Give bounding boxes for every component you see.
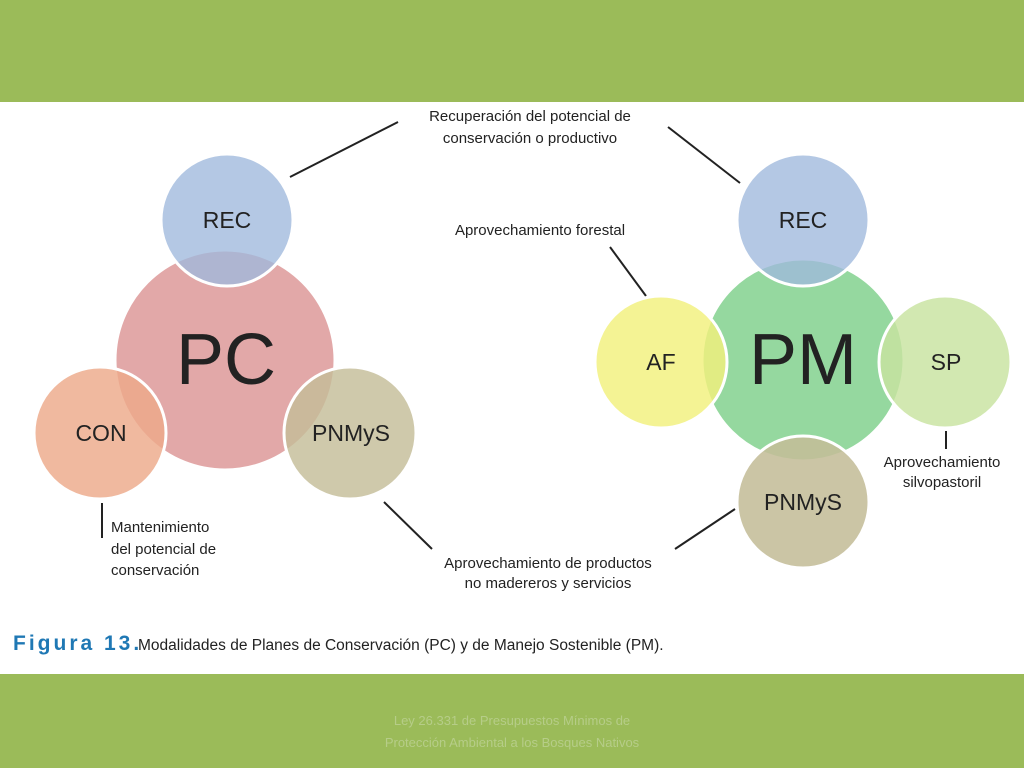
pc-rec-label: REC — [203, 207, 252, 233]
footer-line-2: Protección Ambiental a los Bosques Nativ… — [384, 735, 640, 750]
pc-rec-circle — [159, 152, 295, 288]
pm-pnmys-circle — [735, 434, 871, 570]
annotation-productos-2: no madereros y servicios — [465, 575, 632, 592]
footer: Ley 26.331 de Presupuestos Mínimos de Pr… — [0, 710, 1024, 754]
annotation-silvopastoril-2: silvopastoril — [903, 474, 981, 491]
annotation-mantenimiento-3: conservación — [111, 562, 199, 579]
annotations: Recuperación del potencial de conservaci… — [111, 108, 1000, 592]
pc-pnmys-circle — [282, 365, 418, 501]
pm-center-label: PM — [749, 320, 857, 400]
pc-group: PC REC CON PNMyS — [32, 152, 418, 501]
connector-line — [383, 501, 433, 550]
connector-line — [667, 126, 741, 184]
caption-label: Figura 13. — [13, 632, 142, 655]
annotation-silvopastoril-1: Aprovechamiento — [884, 454, 1001, 471]
footer-line-1: Ley 26.331 de Presupuestos Mínimos de — [393, 713, 631, 728]
pm-rec-circle — [735, 152, 871, 288]
pm-af-circle — [593, 294, 729, 430]
pm-af-label: AF — [646, 349, 675, 375]
connector-line — [609, 246, 647, 297]
annotation-recuperacion-2: conservación o productivo — [443, 130, 617, 147]
caption-text: Modalidades de Planes de Conservación (P… — [138, 637, 664, 654]
annotation-recuperacion-1: Recuperación del potencial de — [429, 108, 631, 125]
pm-rec-label: REC — [779, 207, 828, 233]
annotation-mantenimiento-2: del potencial de — [111, 541, 216, 558]
connector-line — [289, 121, 399, 178]
annotation-aprovechamiento-forestal: Aprovechamiento forestal — [455, 222, 625, 239]
figure-caption: Figura 13. Modalidades de Planes de Cons… — [13, 632, 664, 655]
pm-group: PM REC AF SP PNMyS — [593, 152, 1013, 570]
pm-pnmys-label: PNMyS — [764, 489, 842, 515]
pc-center-label: PC — [176, 320, 276, 400]
pc-pnmys-label: PNMyS — [312, 420, 390, 446]
pm-sp-label: SP — [931, 349, 962, 375]
pm-sp-circle — [877, 294, 1013, 430]
annotation-mantenimiento-1: Mantenimiento — [111, 519, 209, 536]
pc-con-label: CON — [75, 420, 126, 446]
pc-con-circle — [32, 365, 168, 501]
connector-line — [674, 508, 736, 550]
annotation-productos-1: Aprovechamiento de productos — [444, 555, 652, 572]
